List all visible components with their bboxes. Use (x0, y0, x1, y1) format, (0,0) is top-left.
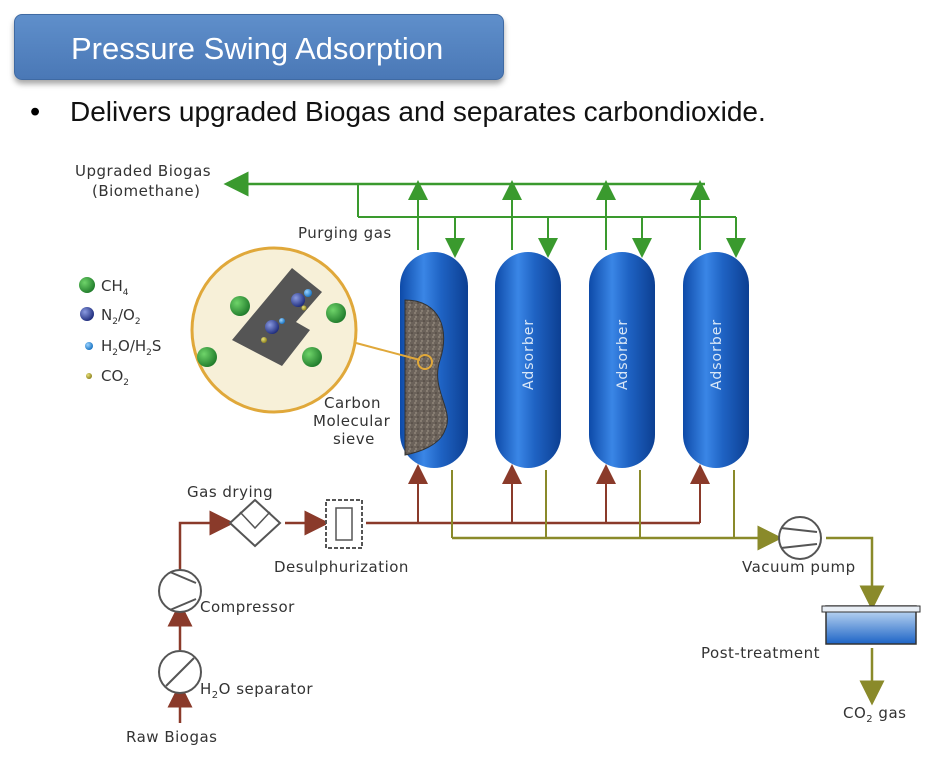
purging-gas-label: Purging gas (298, 224, 392, 242)
adsorber-tank-3: Adsorber (589, 252, 655, 468)
blue-molecule-icon (80, 307, 94, 321)
biomethane-manifold (223, 171, 746, 258)
desulphurization-icon (325, 499, 363, 549)
compressor-icon (158, 569, 202, 613)
bullet-text: Delivers upgraded Biogas and separates c… (70, 96, 766, 127)
olive-molecule-icon (86, 373, 92, 379)
adsorber-label-2: Adsorber (521, 319, 537, 390)
co2-gas-label: CO2 gas (843, 704, 906, 725)
molecular-label: Molecular (313, 412, 391, 430)
carbon-label: Carbon (324, 394, 381, 412)
green-molecule-icon (79, 277, 95, 293)
biomethane-label: (Biomethane) (92, 182, 201, 200)
sieve-label: sieve (333, 430, 375, 448)
adsorber-label-4: Adsorber (709, 319, 725, 390)
h2o-separator-icon (158, 650, 202, 694)
raw-biogas-feed-line (167, 464, 710, 723)
post-treatment-label: Post-treatment (701, 644, 820, 662)
title-box: Pressure Swing Adsorption (14, 14, 504, 80)
desulphurization-label: Desulphurization (274, 558, 409, 576)
post-treatment-tank (821, 605, 921, 645)
gas-dryer-icon (228, 498, 282, 548)
co2-exhaust-line (451, 470, 885, 706)
gas-drying-label: Gas drying (187, 483, 273, 501)
slide-title: Pressure Swing Adsorption (71, 31, 444, 66)
compressor-label: Compressor (200, 598, 295, 616)
adsorber-tank-2: Adsorber (495, 252, 561, 468)
vacuum-pump-icon (778, 516, 822, 560)
molecular-sieve-zoom (190, 246, 421, 414)
h2o-separator-label: H2O separator (200, 680, 313, 701)
raw-biogas-label: Raw Biogas (126, 728, 217, 746)
molecule-legend: CH4 N2/O2 H2O/H2S CO2 (79, 277, 161, 388)
adsorber-tank-1 (400, 252, 468, 468)
upgraded-biogas-label: Upgraded Biogas (75, 162, 211, 180)
svg-text:N2/O2: N2/O2 (101, 306, 141, 327)
vacuum-pump-label: Vacuum pump (742, 558, 856, 576)
bullet-marker: • (30, 96, 41, 128)
adsorber-tank-4: Adsorber (683, 252, 749, 468)
svg-text:CO2: CO2 (101, 367, 129, 388)
adsorber-label-3: Adsorber (615, 319, 631, 390)
lightblue-molecule-icon (85, 342, 93, 350)
svg-text:H2O/H2S: H2O/H2S (101, 337, 161, 358)
svg-text:CH4: CH4 (101, 277, 129, 298)
